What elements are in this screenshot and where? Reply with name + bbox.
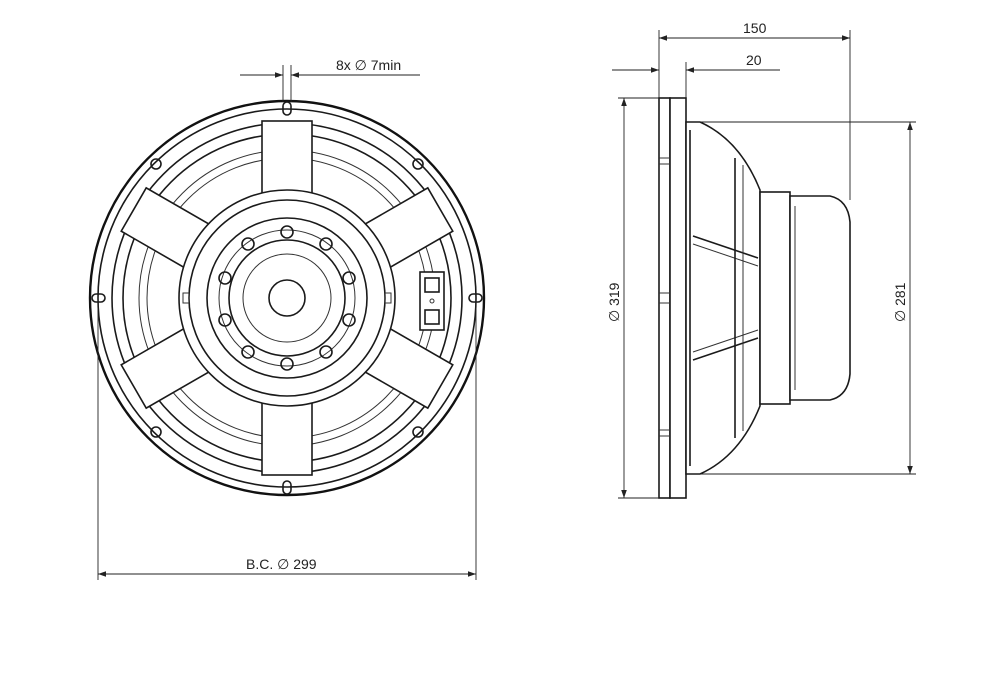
magnet-outer [178, 189, 396, 407]
magnet-bolt [319, 237, 333, 251]
pole-ring [228, 239, 346, 357]
magnet-bolt [280, 225, 294, 239]
side-magnet-cap [789, 195, 851, 401]
magnet-bolts [218, 225, 356, 371]
front-dimensions: 8x ∅ 7min B.C. ∅ 299 [97, 57, 477, 580]
magnet-bolt [218, 313, 232, 327]
front-outer-rim [88, 99, 486, 497]
magnet-bolt [241, 345, 255, 359]
side-magnet [759, 191, 791, 405]
side-flange-holes [659, 157, 670, 437]
front-side-tab-left [182, 292, 190, 304]
side-flange-rear [669, 97, 687, 499]
side-rib-upper [692, 235, 759, 259]
mount-hole [282, 480, 292, 495]
depth-total-label: 150 [743, 20, 767, 36]
flange-depth-label: 20 [746, 52, 762, 68]
top-plate [206, 217, 368, 379]
outer-diameter-label: ∅ 319 [606, 282, 622, 322]
terminal-housing [419, 271, 445, 331]
terminal-positive [424, 277, 440, 293]
front-side-tab-right [384, 292, 392, 304]
magnet-bolt [319, 345, 333, 359]
mounting-holes [91, 101, 483, 495]
mount-hole [150, 158, 162, 170]
front-rim-inner-edge [97, 108, 477, 488]
magnet-bolt [280, 357, 294, 371]
side-dimensions: 150 20 ∅ 319 ∅ 281 [606, 20, 916, 499]
side-rib-upper-2 [692, 243, 759, 267]
bolt-circle-label: B.C. ∅ 299 [246, 556, 317, 572]
magnet-bolt [218, 271, 232, 285]
mount-hole [150, 426, 162, 438]
mount-hole [468, 293, 483, 303]
side-rib-lower-2 [692, 329, 759, 353]
magnet-bolt [342, 271, 356, 285]
side-view [658, 97, 851, 499]
pole-ring-inner [242, 253, 332, 343]
mount-hole-label: 8x ∅ 7min [336, 57, 401, 73]
mount-hole [91, 293, 106, 303]
magnet-bolt [342, 313, 356, 327]
baffle-diameter-label: ∅ 281 [892, 282, 908, 322]
side-rib-lower [692, 337, 759, 361]
terminal-negative [424, 309, 440, 325]
top-plate-inner [218, 229, 356, 367]
front-view [88, 99, 486, 497]
mount-hole [412, 426, 424, 438]
side-basket [685, 121, 761, 475]
mount-hole [412, 158, 424, 170]
vent-hole [268, 279, 306, 317]
terminal-dot [429, 298, 435, 304]
mount-hole [282, 101, 292, 116]
magnet-bolt [241, 237, 255, 251]
terminal-block [419, 271, 445, 331]
